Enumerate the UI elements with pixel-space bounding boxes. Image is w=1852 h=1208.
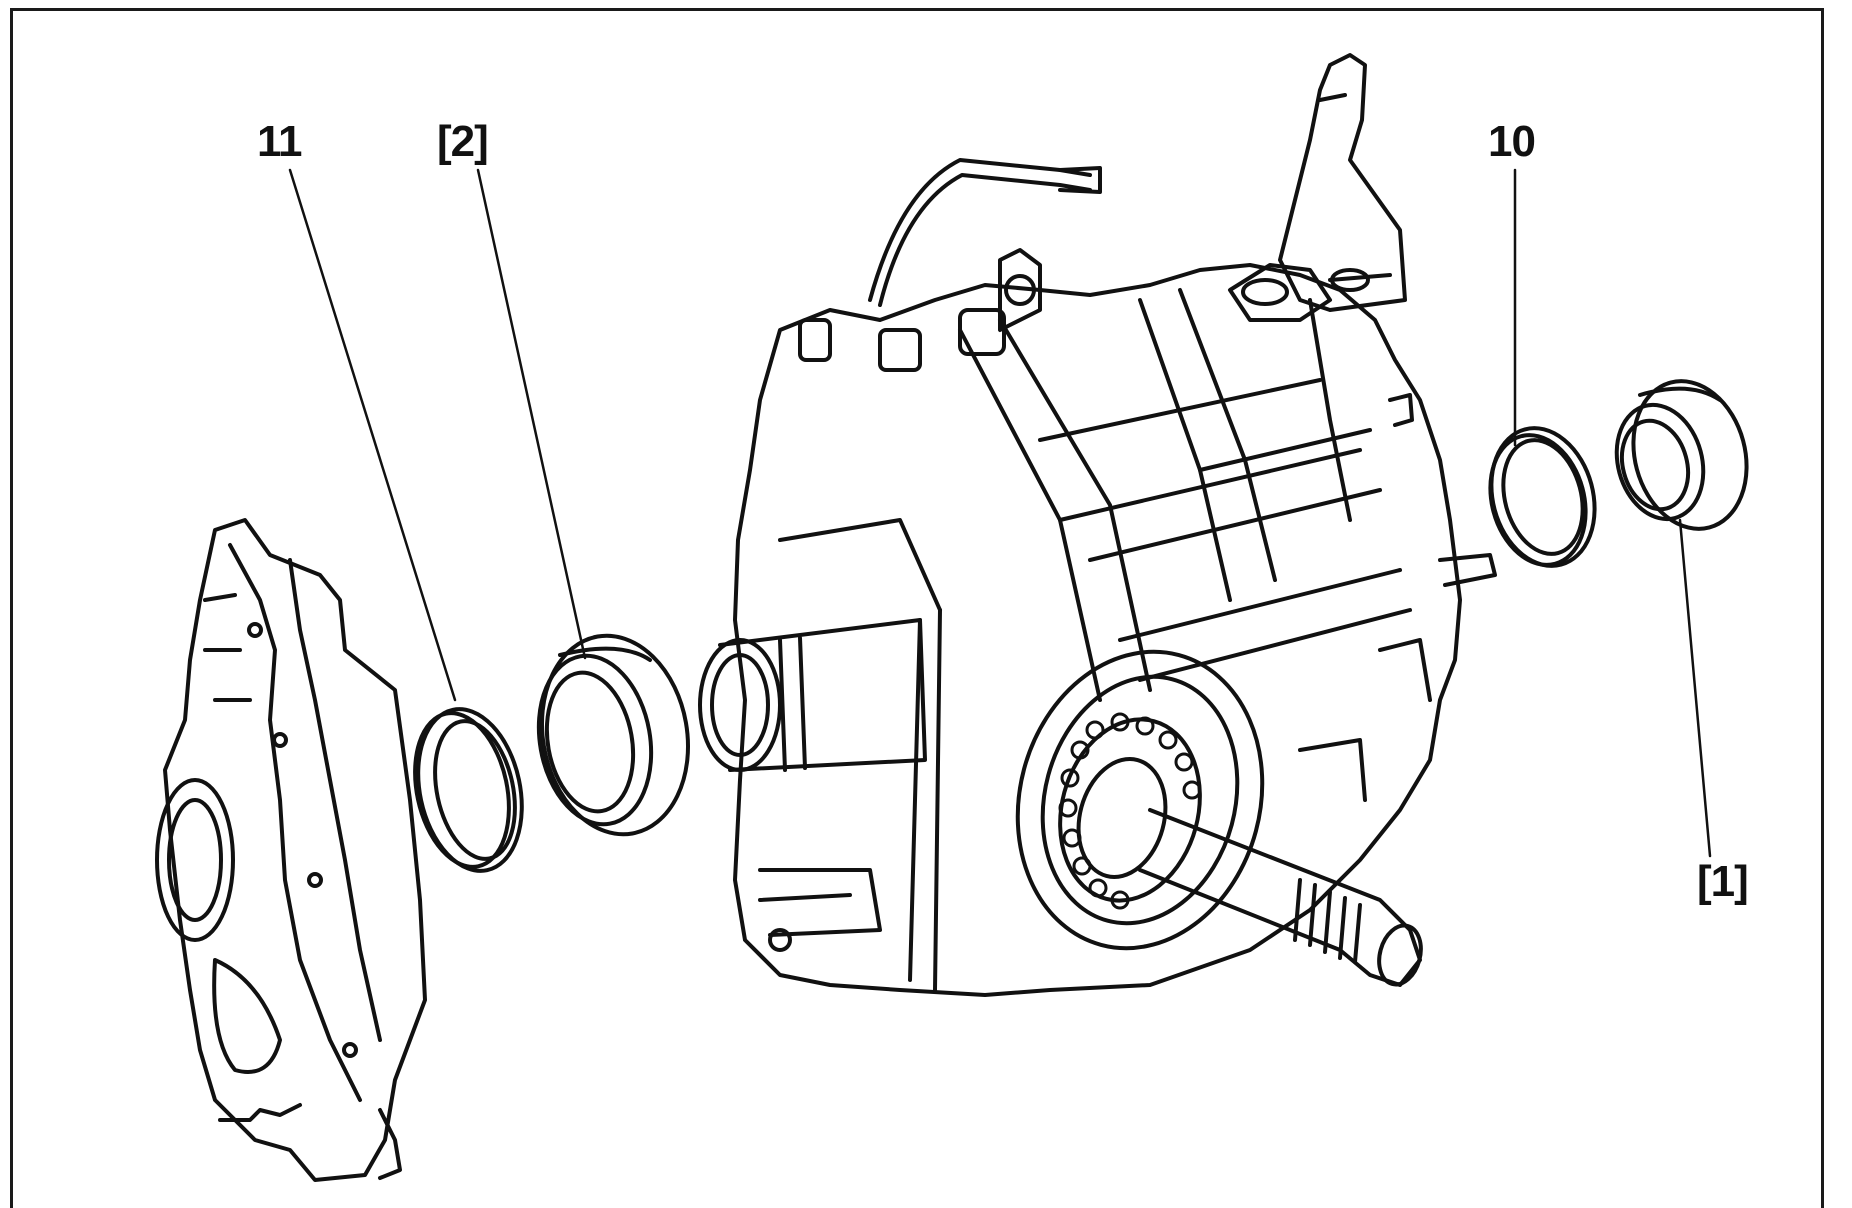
transfer-case-housing [698, 53, 1497, 997]
leader-line-11 [288, 168, 457, 702]
leader-line-1 [1678, 518, 1712, 858]
special-tool-1 [1614, 379, 1749, 531]
leader-line-2 [476, 168, 587, 660]
oil-seal-11 [413, 707, 524, 873]
leader-lines [288, 168, 1712, 858]
callout-label-1: [1] [1697, 857, 1749, 906]
transfer-case-cover [155, 518, 427, 1182]
callout-label-10: 10 [1488, 117, 1536, 166]
callout-label-11: 11 [257, 117, 303, 166]
oil-seal-10 [1488, 426, 1597, 568]
figure-frame [10, 8, 1824, 1208]
special-tool-2 [536, 633, 691, 837]
bearing-balls [1058, 712, 1202, 910]
callout-label-2: [2] [437, 117, 489, 166]
